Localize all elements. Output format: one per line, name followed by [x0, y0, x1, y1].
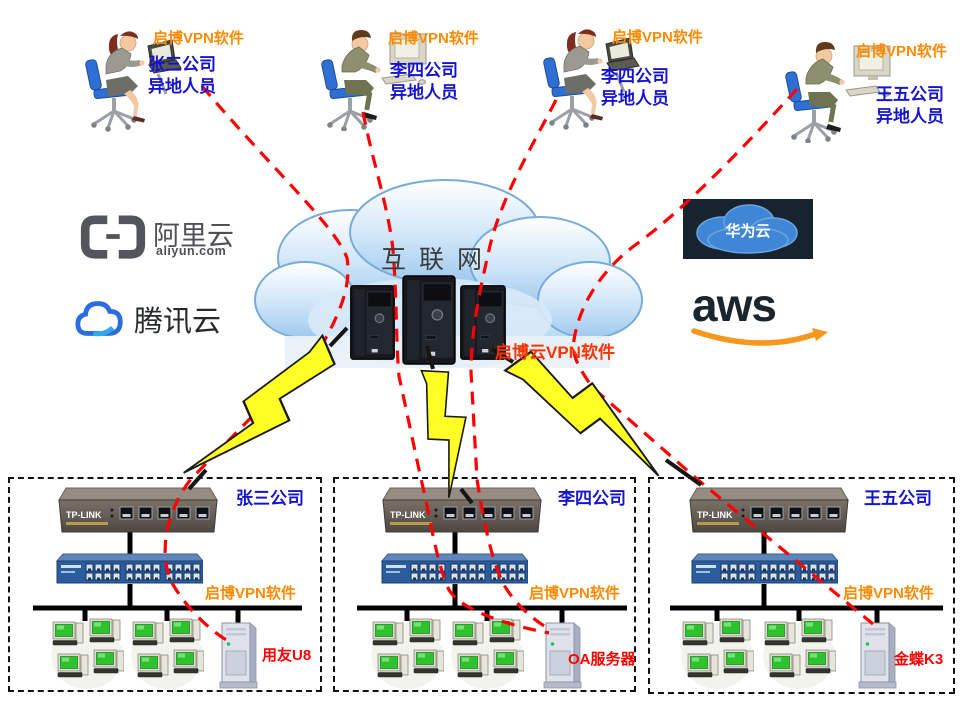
- company-1-router: TP-LINK: [50, 486, 218, 536]
- company-3-router: TP-LINK: [681, 486, 849, 536]
- company-1-workstations-a: [50, 616, 124, 690]
- huawei-cloud-icon: 华为云: [696, 204, 798, 254]
- user-1-company-label: 张三公司 异地人员: [148, 55, 216, 96]
- aws-smile-icon: [691, 328, 828, 346]
- huawei-cloud-logo: 华为云: [683, 199, 813, 259]
- aliyun-logo-icon: [80, 215, 146, 259]
- internet-label: 互联网: [380, 245, 495, 274]
- company-2-name: 李四公司: [558, 489, 626, 508]
- user-2-vpn-label: 启博VPN软件: [388, 30, 479, 47]
- cloud-vpn-label: 启博云VPN软件: [495, 343, 615, 362]
- aliyun-domain: aliyun.com: [156, 244, 227, 258]
- company-1-workstations-b: [130, 616, 204, 690]
- tencent-cloud-icon: [75, 301, 123, 337]
- company-2-vpn-label: 启博VPN软件: [529, 585, 620, 602]
- router-brand: TP-LINK: [390, 510, 426, 520]
- cloud-server-left: [350, 285, 395, 360]
- company-1-name: 张三公司: [236, 489, 304, 508]
- user-4-vpn-label: 启博VPN软件: [856, 43, 947, 60]
- company-1-vpn-label: 启博VPN软件: [205, 585, 296, 602]
- user-3-company-label: 李四公司 异地人员: [601, 67, 669, 108]
- tencent-name: 腾讯云: [134, 306, 222, 338]
- aws-name: aws: [692, 279, 777, 331]
- company-2-server-label: OA服务器: [568, 651, 636, 668]
- company-3-switch: [688, 552, 838, 586]
- user-1-vpn-label: 启博VPN软件: [153, 30, 244, 47]
- router-brand: TP-LINK: [66, 510, 102, 520]
- company-3-workstations-a: [680, 616, 754, 690]
- user-4-company-label: 王五公司 异地人员: [876, 85, 944, 126]
- company-2-switch: [378, 552, 528, 586]
- company-1-server-label: 用友U8: [262, 647, 312, 664]
- company-1-switch: [53, 552, 203, 586]
- huawei-name: 华为云: [725, 222, 770, 240]
- company-2-workstations-a: [370, 616, 444, 690]
- router-brand: TP-LINK: [697, 510, 733, 520]
- user-2-company-label: 李四公司 异地人员: [390, 61, 458, 102]
- company-2-workstations-b: [450, 616, 524, 690]
- user-3-vpn-label: 启博VPN软件: [612, 29, 703, 46]
- company-2-router: TP-LINK: [374, 486, 542, 536]
- company-3-name: 王五公司: [864, 489, 932, 508]
- company-3-workstations-b: [762, 616, 836, 690]
- cloud-server-mid: [402, 275, 456, 365]
- company-3-vpn-label: 启博VPN软件: [843, 585, 934, 602]
- company-3-server-label: 金蝶K3: [894, 651, 944, 668]
- company-1-server: [219, 622, 258, 689]
- company-3-server: [858, 622, 897, 689]
